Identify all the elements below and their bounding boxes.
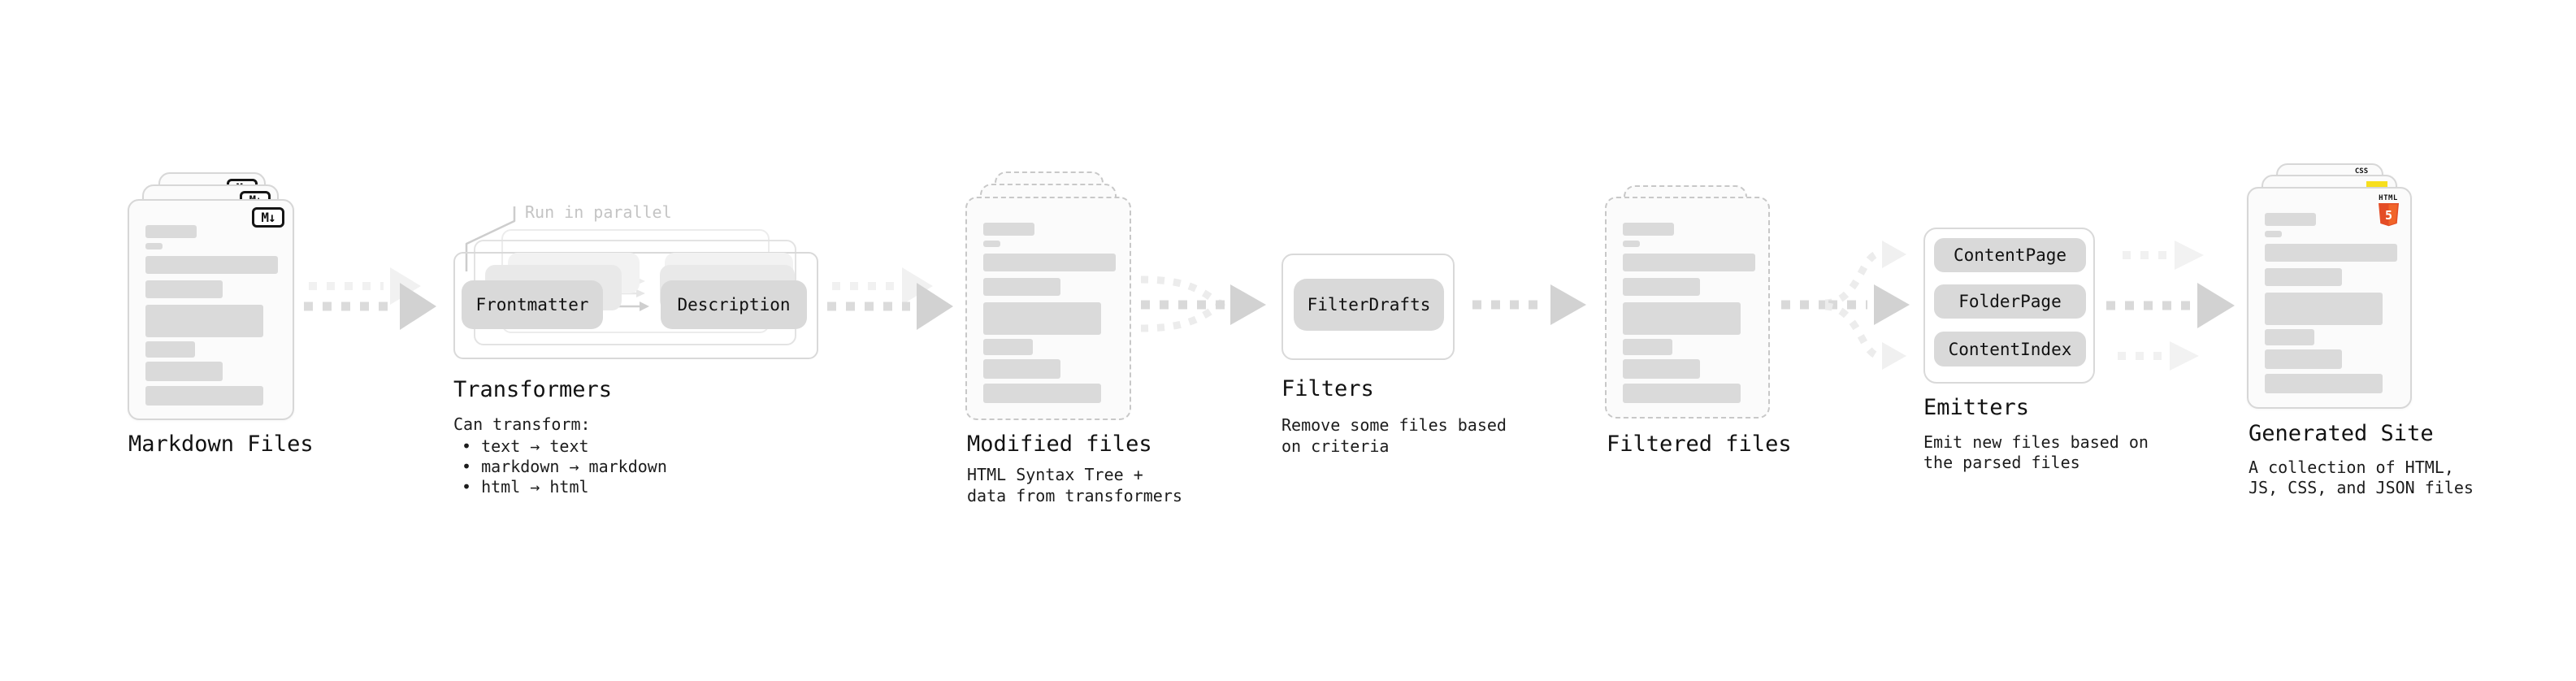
transformers-desc-line: • text → text [462,436,589,456]
text-line-placeholder [145,256,278,274]
svg-text:5: 5 [2384,208,2392,223]
emitter-node-contentindex: ContentIndex [1934,332,2086,367]
text-line-placeholder [2265,213,2316,226]
stage-label-transformers: Transformers [453,377,613,402]
stage-label-filtered-files: Filtered files [1607,432,1792,457]
text-line-placeholder [1623,278,1700,296]
text-line-placeholder [983,359,1060,379]
markdown-file-card-front: M↓ [128,199,294,420]
site-desc-line: JS, CSS, and JSON files [2249,478,2474,497]
arrow-filters-to-filtered [1472,284,1586,325]
text-line-placeholder [1623,254,1755,271]
stage-label-emitters: Emitters [1923,395,2030,420]
transformers-desc-line: Can transform: [453,414,591,434]
transformer-node-frontmatter: Frontmatter [462,280,603,329]
emitters-desc-line: the parsed files [1923,453,2080,472]
text-line-placeholder [2265,231,2282,237]
text-line-placeholder [983,254,1116,271]
arrow-markdown-to-transformers [304,267,436,330]
text-line-placeholder [145,386,263,406]
text-line-placeholder [145,243,163,249]
transformers-desc-line: • html → html [462,477,589,497]
modified-desc-line: HTML Syntax Tree + [967,465,1143,484]
text-line-placeholder [1623,339,1672,355]
filtered-file-card-front [1605,197,1770,419]
markdown-icon: M↓ [252,207,284,228]
modified-desc-line: data from transformers [967,486,1182,505]
filters-desc-line: on criteria [1281,436,1390,456]
site-file-card-front: HTML 5 [2247,187,2412,409]
run-in-parallel-annotation: Run in parallel [525,202,672,222]
text-line-placeholder [2265,374,2383,393]
text-line-placeholder [2265,244,2397,262]
stage-label-generated-site: Generated Site [2249,421,2434,446]
stage-label-modified-files: Modified files [967,432,1152,457]
text-line-placeholder [1623,384,1741,403]
text-line-placeholder [145,341,195,358]
modified-file-card-front [965,197,1131,420]
arrow-filtered-to-emitters-diverge [1781,241,1910,370]
text-line-placeholder [983,241,1000,247]
text-line-placeholder [145,305,263,337]
site-desc-line: A collection of HTML, [2249,458,2454,477]
text-line-placeholder [2265,329,2314,345]
text-line-placeholder [145,280,223,298]
text-line-placeholder [1623,241,1640,247]
arrow-transformers-to-modified [827,267,953,330]
text-line-placeholder [1623,359,1700,379]
text-line-placeholder [983,302,1101,335]
text-line-placeholder [145,225,197,238]
transformer-node-description: Description [661,280,807,329]
text-line-placeholder [1623,302,1741,335]
text-line-placeholder [2265,293,2383,325]
text-line-placeholder [983,223,1034,236]
stage-label-filters: Filters [1281,376,1374,401]
emitter-node-folderpage: FolderPage [1934,284,2086,319]
text-line-placeholder [2265,349,2342,369]
text-line-placeholder [145,362,223,381]
arrows-emitters-to-site [2106,241,2235,371]
text-line-placeholder [2265,268,2342,286]
filters-desc-line: Remove some files based [1281,415,1507,435]
stage-label-markdown-files: Markdown Files [128,432,314,457]
emitter-node-contentpage: ContentPage [1934,238,2086,272]
html5-icon: HTML 5 [2376,195,2400,228]
arrow-modified-to-filters-converge [1140,275,1266,332]
text-line-placeholder [983,278,1060,296]
transformer-layer-front [453,252,818,359]
transformers-desc-line: • markdown → markdown [462,457,667,476]
filter-node-filterdrafts: FilterDrafts [1294,279,1444,331]
text-line-placeholder [983,384,1101,403]
emitters-desc-line: Emit new files based on [1923,432,2149,452]
text-line-placeholder [1623,223,1674,236]
text-line-placeholder [983,339,1033,355]
